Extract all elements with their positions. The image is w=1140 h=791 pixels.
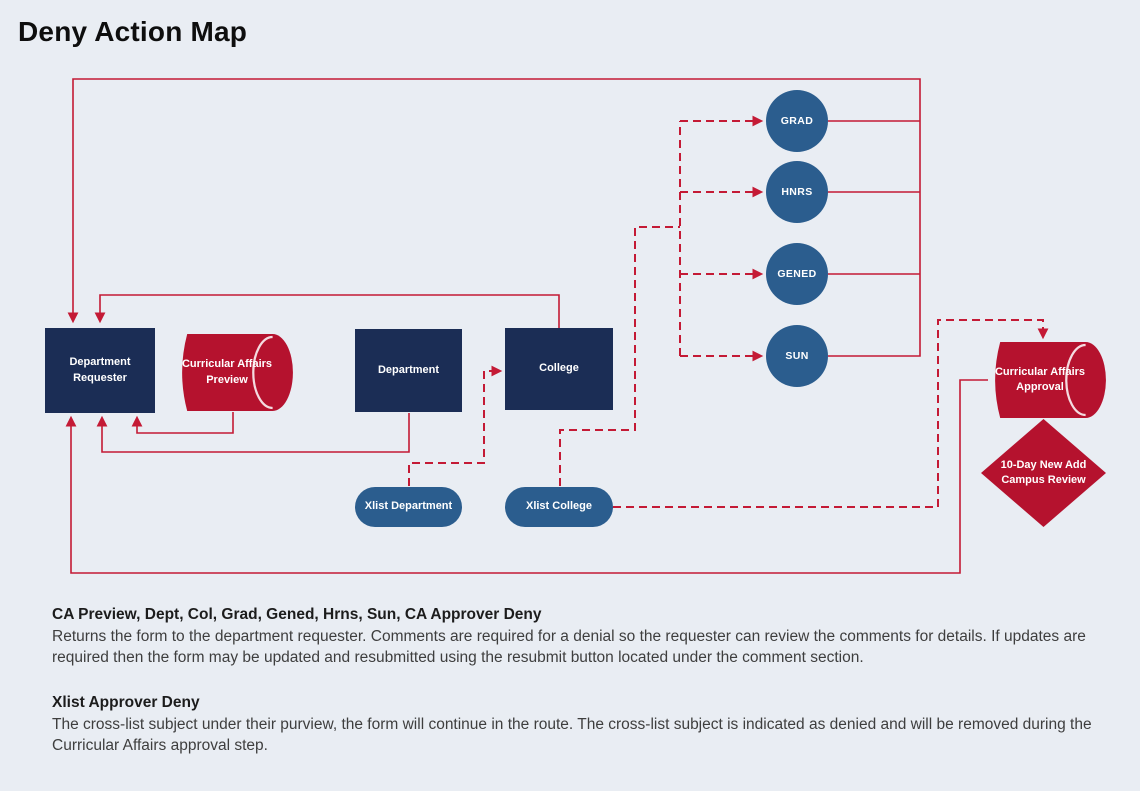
connector-ca-approval-return: [65, 379, 988, 574]
cylinder-shape: [182, 334, 293, 411]
connector-circles-return: [67, 78, 921, 357]
node-label: 10-Day New Add Campus Review: [1000, 458, 1087, 486]
node-label: HNRS: [781, 185, 813, 198]
node-hnrs: HNRS: [766, 161, 828, 223]
cylinder-shape: [995, 342, 1106, 418]
note-heading-deny: CA Preview, Dept, Col, Grad, Gened, Hrns…: [52, 606, 542, 623]
node-label: College: [539, 362, 579, 375]
solid-deny-paths: [65, 78, 988, 574]
node-curricular-affairs-approval: Curricular Affairs Approval: [988, 341, 1110, 419]
node-xlist-department: Xlist Department: [355, 487, 462, 527]
note-body-deny: Returns the form to the department reque…: [52, 627, 1086, 667]
node-label: Curricular Affairs Approval: [994, 365, 1086, 393]
node-sun: SUN: [766, 325, 828, 387]
node-label: Xlist College: [525, 500, 593, 513]
connector-college-return: [94, 294, 560, 328]
dashed-route-paths: [408, 115, 1049, 508]
node-label: GENED: [777, 267, 817, 280]
node-xlist-college: Xlist College: [505, 487, 613, 527]
node-label: Department Requester: [69, 356, 131, 384]
connector-ca-preview-return: [131, 412, 234, 434]
page-title: Deny Action Map: [18, 16, 248, 47]
node-curricular-affairs-preview: Curricular Affairs Preview: [175, 333, 297, 412]
connector-xlistcollege-to-ca-approval: [613, 319, 1049, 508]
notes-section: CA Preview, Dept, Col, Grad, Gened, Hrns…: [52, 604, 1110, 780]
connector-xlistdept-to-college: [408, 365, 503, 486]
node-department: Department: [355, 329, 462, 412]
note-heading-xlist: Xlist Approver Deny: [52, 694, 200, 712]
node-label: Department: [377, 363, 440, 376]
node-label: Curricular Affairs Preview: [181, 358, 273, 386]
node-label: SUN: [785, 349, 809, 362]
note-body-xlist: The cross-list subject under their purvi…: [52, 715, 1092, 755]
node-label: GRAD: [780, 114, 814, 127]
connector-department-return: [96, 413, 410, 453]
connector-xlistcollege-up: [559, 226, 680, 486]
node-gened: GENED: [766, 243, 828, 305]
node-college: College: [505, 328, 613, 410]
node-department-requester: Department Requester: [45, 328, 155, 413]
connector-layer: [65, 78, 1049, 574]
node-grad: GRAD: [766, 90, 828, 152]
node-label: Xlist Department: [364, 500, 453, 513]
